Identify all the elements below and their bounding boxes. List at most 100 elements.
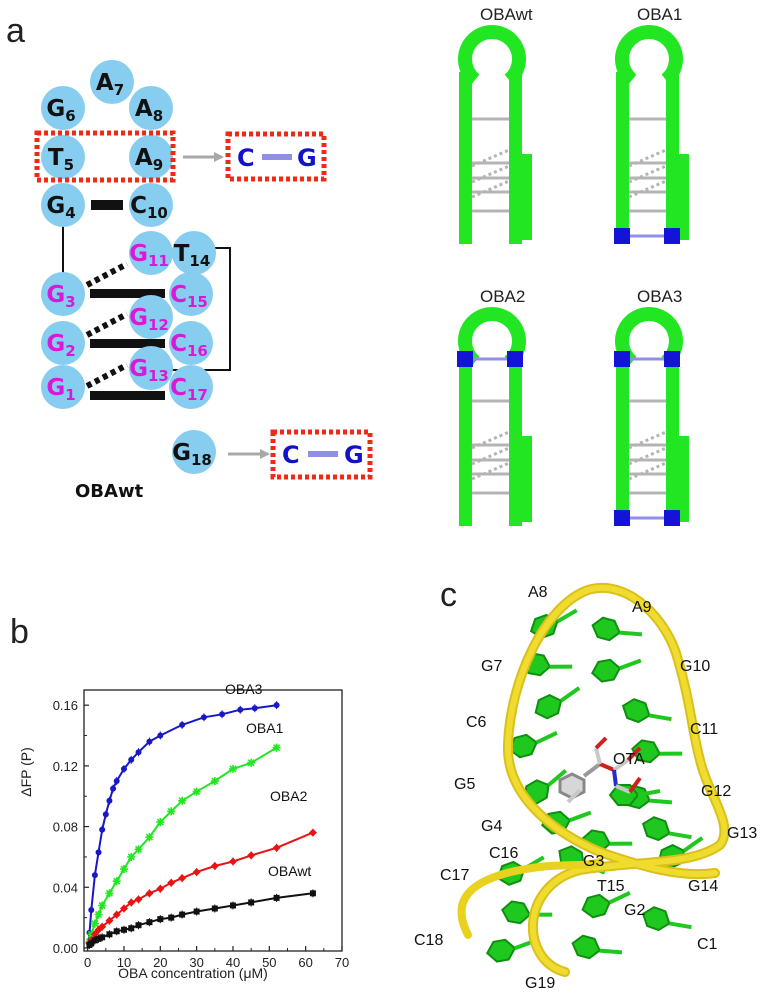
nucleotide-number: 15 <box>187 293 208 311</box>
data-point <box>167 807 176 816</box>
residue-label-G4: G4 <box>481 818 502 835</box>
data-point <box>91 872 98 879</box>
hairpin-OBA1: OBA1 <box>614 5 689 244</box>
nucleotide-T5: T5 <box>41 135 85 179</box>
data-point <box>210 777 219 786</box>
base-pair-bar <box>90 289 165 298</box>
nucleotide-number: 2 <box>65 342 75 360</box>
residue-label-A9: A9 <box>632 599 652 616</box>
residue-label-G19: G19 <box>525 975 555 992</box>
nucleotide-C15: C15 <box>169 272 213 316</box>
nucleotide-G18: G18 <box>172 430 216 474</box>
svg-text:G3: G3 <box>46 282 75 311</box>
data-point <box>88 907 95 914</box>
pair-right-letter: G <box>344 441 364 469</box>
data-point <box>247 758 256 767</box>
data-point <box>98 922 107 931</box>
rna-backbone-3prime <box>457 858 604 939</box>
nucleobase-icon <box>501 900 553 925</box>
ota-ligand <box>558 736 642 804</box>
data-point <box>145 889 154 898</box>
nucleobase-icon <box>581 891 631 919</box>
data-point <box>99 934 106 941</box>
pair-line <box>262 154 292 160</box>
svg-text:G2: G2 <box>46 331 75 360</box>
data-point <box>200 714 207 721</box>
base-pair-bar <box>91 200 123 210</box>
nucleobase-icon <box>508 731 558 759</box>
data-point <box>157 732 164 739</box>
nucleotide-A8: A8 <box>129 86 173 130</box>
data-point <box>94 910 103 919</box>
nucleobase-icon <box>621 698 672 724</box>
nucleotide-base: C <box>170 282 187 308</box>
pair-line <box>308 451 338 457</box>
svg-text:G4: G4 <box>46 193 75 222</box>
nucleotide-number: 10 <box>147 204 168 222</box>
svg-text:C10: C10 <box>130 193 168 222</box>
data-point <box>134 895 143 904</box>
hairpin-title: OBA1 <box>637 5 682 24</box>
nucleotide-number: 4 <box>65 204 75 222</box>
data-point <box>112 910 121 919</box>
nucleotide-G4: G4 <box>41 183 85 227</box>
data-point <box>309 890 316 897</box>
series-OBA3: OBA3 <box>86 681 280 949</box>
nucleotide-base: C <box>170 331 187 357</box>
nucleobase-icon <box>534 686 581 720</box>
nucleotide-number: 16 <box>187 342 208 360</box>
data-point <box>95 935 102 942</box>
data-point <box>179 911 186 918</box>
nucleotide-base: G <box>46 193 65 219</box>
nucleotide-number: 5 <box>64 156 74 174</box>
data-point <box>192 868 201 877</box>
data-point <box>178 874 187 883</box>
hairpin-OBA2: OBA2 <box>457 287 532 526</box>
data-point <box>105 889 114 898</box>
residue-label-A8: A8 <box>528 584 548 601</box>
hairpin-OBAwt: OBAwt <box>458 5 533 244</box>
nucleotide-G6: G6 <box>41 86 85 130</box>
x-tick-label: 30 <box>189 955 203 970</box>
structure-label: OBAwt <box>75 481 144 502</box>
svg-text:G11: G11 <box>129 241 169 270</box>
y-tick-label: 0.08 <box>53 820 78 835</box>
nucleotide-number: 14 <box>189 252 210 270</box>
nucleotide-base: T <box>174 241 190 267</box>
nucleobase-icon <box>641 816 692 842</box>
data-point <box>120 765 127 772</box>
x-tick-label: 50 <box>262 955 276 970</box>
residue-label-OTA: OTA <box>613 751 645 768</box>
series-OBAwt: OBAwt <box>86 863 316 949</box>
data-point <box>145 833 154 842</box>
nucleotide-base: A <box>96 70 114 96</box>
nucleotide-C16: C16 <box>169 321 213 365</box>
data-point <box>247 851 256 860</box>
data-point <box>113 928 120 935</box>
nucleotide-number: 6 <box>65 107 75 125</box>
svg-text:C17: C17 <box>170 375 208 404</box>
data-point <box>272 743 281 752</box>
nucleotide-G13: G13 <box>129 346 173 390</box>
nucleotide-A7: A7 <box>90 60 134 104</box>
data-point <box>219 711 226 718</box>
nucleotide-G1: G1 <box>41 365 85 409</box>
data-point <box>156 818 165 827</box>
nucleotide-G11: G11 <box>129 231 173 275</box>
nucleotide-T14: T14 <box>172 231 216 275</box>
x-axis-label: OBA concentration (μM) <box>118 965 268 981</box>
data-point <box>248 899 255 906</box>
fit-curve <box>86 892 314 949</box>
data-point <box>128 756 135 763</box>
data-point <box>106 797 113 804</box>
nucleotide-number: 12 <box>148 316 169 334</box>
svg-text:G12: G12 <box>129 305 169 334</box>
residue-label-G14: G14 <box>688 878 718 895</box>
hairpin-title: OBA3 <box>637 287 682 306</box>
x-tick-label: 0 <box>84 955 91 970</box>
